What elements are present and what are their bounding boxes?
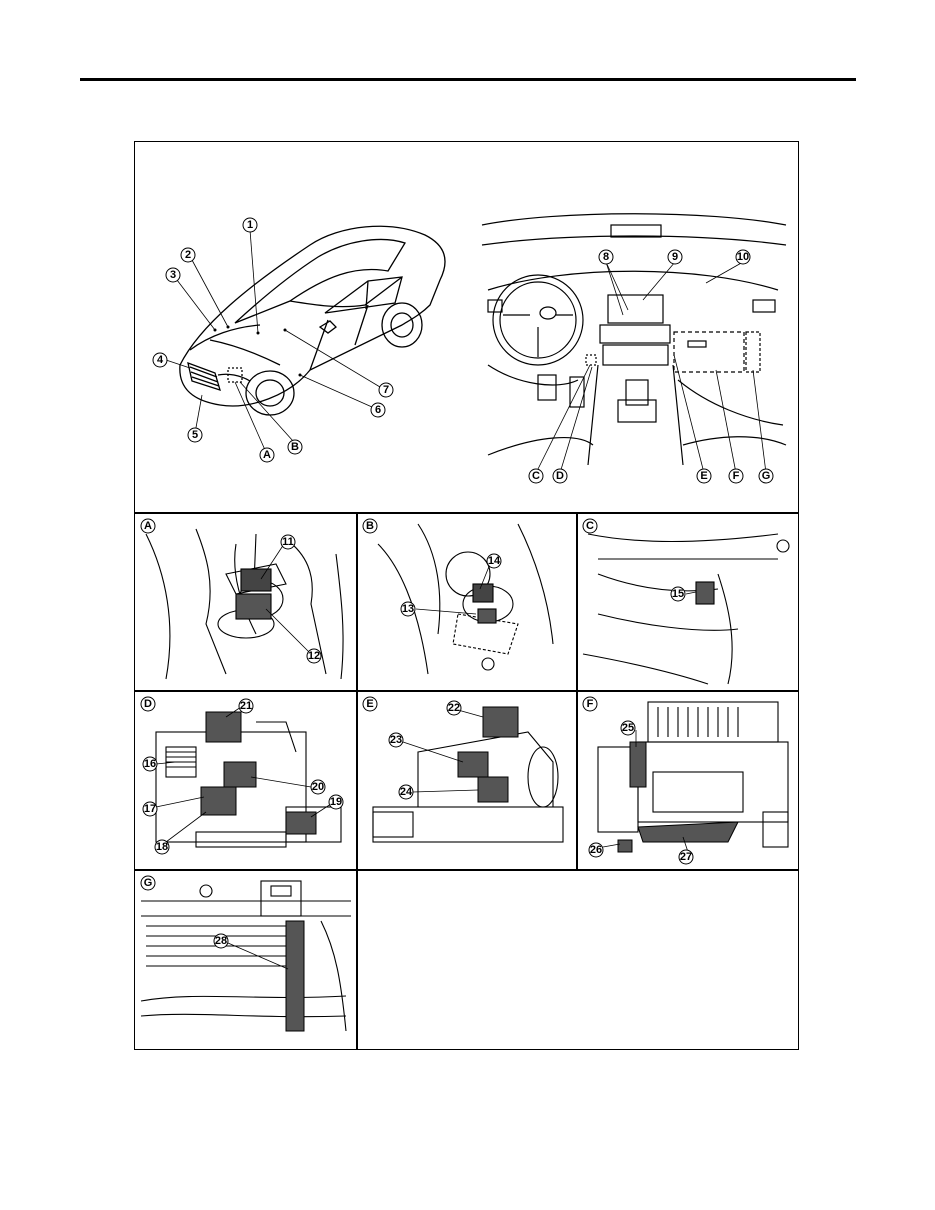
view-label-F: F [587, 698, 594, 710]
grid-divider [356, 512, 358, 1050]
callout-6: 6 [375, 404, 381, 416]
callout-20: 20 [312, 781, 324, 793]
detail-view-d: D 21 16 17 18 20 19 [136, 692, 355, 868]
grid-divider [576, 512, 578, 869]
callout-26: 26 [590, 844, 602, 856]
callout-13: 13 [402, 603, 414, 615]
callout-16: 16 [144, 758, 156, 770]
grid-divider [134, 690, 799, 692]
callout-5: 5 [192, 429, 198, 441]
view-label-A: A [144, 520, 152, 532]
component-location-figure [134, 141, 799, 1050]
view-ref-E: E [700, 470, 707, 482]
detail-view-c: C 15 [578, 514, 798, 689]
callout-10: 10 [737, 251, 749, 263]
callout-3: 3 [170, 269, 176, 281]
detail-view-f: F 25 26 27 [578, 692, 798, 868]
callout-14: 14 [488, 555, 501, 567]
callout-21: 21 [240, 700, 252, 712]
callout-8: 8 [603, 251, 609, 263]
callout-27: 27 [680, 851, 692, 863]
callout-24: 24 [400, 786, 413, 798]
callout-2: 2 [185, 249, 191, 261]
instrument-panel-view: 8 9 10 C D E F G [478, 205, 790, 505]
empty-cell [358, 871, 798, 1049]
view-ref-F: F [733, 470, 740, 482]
callout-4: 4 [157, 354, 164, 366]
callout-23: 23 [390, 734, 402, 746]
callout-25: 25 [622, 722, 634, 734]
grid-divider [134, 869, 799, 871]
callout-12: 12 [308, 650, 320, 662]
view-ref-C: C [532, 470, 540, 482]
callout-22: 22 [448, 702, 460, 714]
view-ref-A: A [263, 449, 271, 461]
view-label-E: E [366, 698, 373, 710]
detail-view-b: B 14 13 [358, 514, 575, 689]
detail-view-a: A 11 12 [136, 514, 355, 689]
view-ref-D: D [556, 470, 564, 482]
view-ref-B: B [291, 441, 299, 453]
view-label-D: D [144, 698, 152, 710]
callout-11: 11 [282, 536, 294, 548]
view-label-C: C [586, 520, 594, 532]
view-label-B: B [366, 520, 374, 532]
detail-view-e: E 22 23 24 [358, 692, 575, 868]
callout-7: 7 [383, 384, 389, 396]
grid-divider [134, 512, 799, 514]
vehicle-exterior-view: 1 2 3 4 5 6 7 A B [140, 205, 460, 505]
callout-17: 17 [144, 803, 156, 815]
callout-19: 19 [330, 796, 342, 808]
view-label-G: G [144, 877, 153, 889]
detail-view-g: G 28 [136, 871, 355, 1049]
callout-28: 28 [215, 935, 227, 947]
callout-9: 9 [672, 251, 678, 263]
callout-18: 18 [156, 841, 168, 853]
header-rule [80, 78, 856, 81]
view-ref-G: G [762, 470, 771, 482]
callout-15: 15 [672, 588, 684, 600]
callout-1: 1 [247, 219, 253, 231]
